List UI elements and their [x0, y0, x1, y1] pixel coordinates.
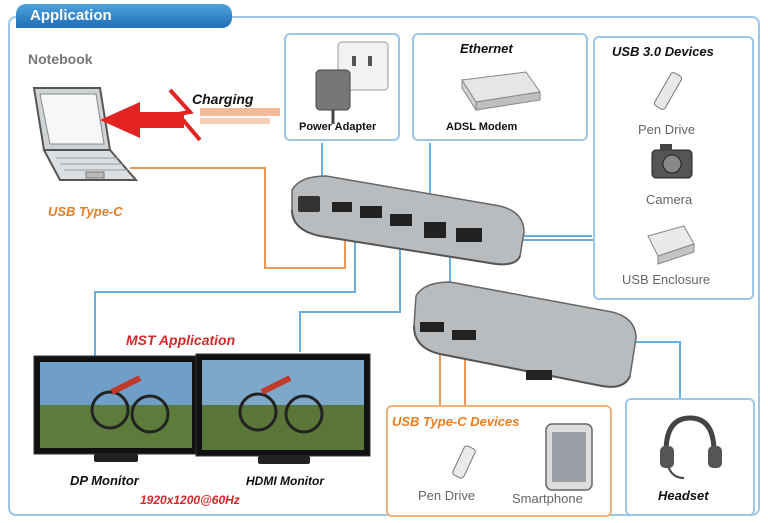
usbc-devices-title: USB Type-C Devices — [392, 414, 520, 429]
usb-type-c-label: USB Type-C — [48, 204, 123, 219]
cable-hdmi — [299, 232, 401, 352]
notebook-title: Notebook — [28, 51, 93, 67]
adsl-modem-label: ADSL Modem — [446, 121, 518, 133]
power-adapter-label: Power Adapter — [299, 121, 377, 133]
usb3-usb-enclosure-label: USB Enclosure — [622, 272, 711, 287]
mst-resolution-label: 1920x1200@60Hz — [140, 493, 240, 507]
usb3-title: USB 3.0 Devices — [612, 44, 714, 59]
ethernet-title: Ethernet — [460, 41, 513, 56]
usbc-smartphone-label: Smartphone — [512, 491, 583, 506]
mst-title: MST Application — [126, 332, 236, 348]
usbc-pen-drive-label: Pen Drive — [418, 488, 476, 503]
headset-label: Headset — [658, 488, 709, 503]
charging-label: Charging — [192, 91, 254, 107]
dp-monitor-label: DP Monitor — [70, 473, 139, 488]
usb3-camera-label: Camera — [646, 192, 693, 207]
application-tab: Application — [16, 4, 232, 28]
hdmi-monitor-label: HDMI Monitor — [246, 474, 324, 488]
cable-dp — [94, 222, 356, 358]
usb3-pen-drive-label: Pen Drive — [638, 122, 696, 137]
usbc-cable-notebook — [130, 167, 346, 269]
